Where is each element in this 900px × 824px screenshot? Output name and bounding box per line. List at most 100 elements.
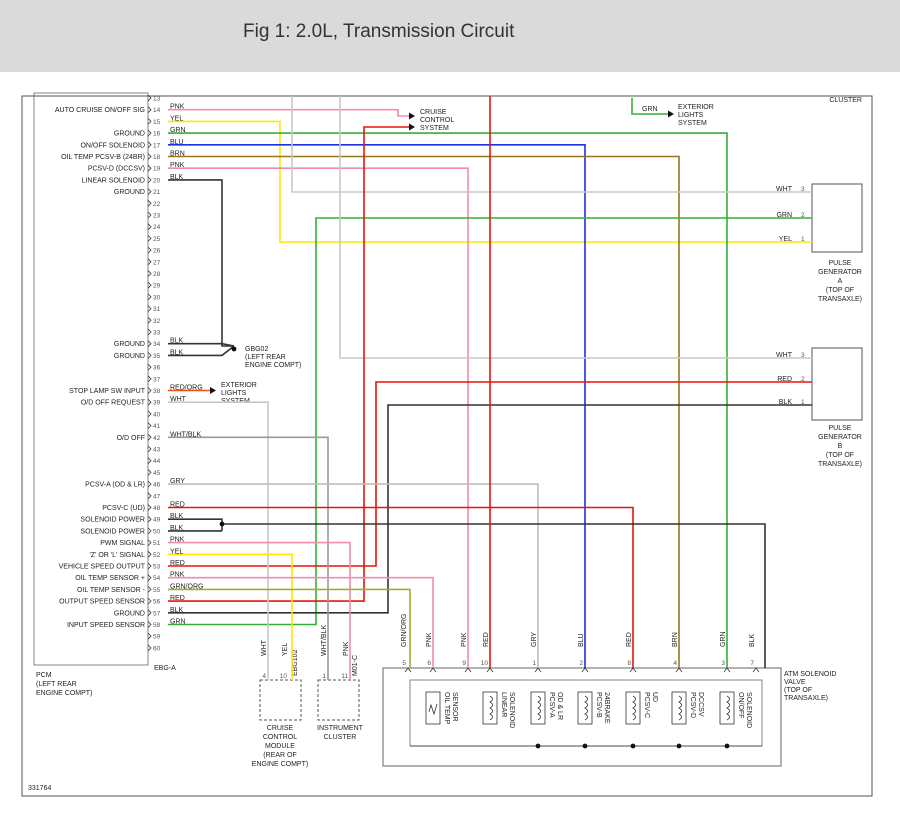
atm-pin-number: 5 bbox=[402, 660, 406, 667]
pcm-wire-label: BLU bbox=[170, 139, 184, 146]
pulse-gen-a-wire: YEL bbox=[779, 236, 792, 243]
pin-mark bbox=[147, 586, 152, 593]
pin-mark bbox=[629, 667, 637, 673]
cruise-module-label: ENGINE COMPT) bbox=[252, 761, 308, 768]
pin-mark bbox=[147, 176, 152, 184]
pin-mark bbox=[147, 164, 152, 172]
wire-16-grn bbox=[168, 132, 728, 668]
pin-mark bbox=[147, 422, 152, 429]
pcm-pin-number: 47 bbox=[153, 493, 161, 500]
pulse-gen-a-pin: 1 bbox=[801, 236, 805, 243]
component-label: SOLENOID bbox=[745, 692, 752, 728]
figure-title: Fig 1: 2.0L, Transmission Circuit bbox=[243, 21, 515, 42]
pcm-wire-label: PNK bbox=[170, 162, 185, 169]
pcm-wire-label: WHT/BLK bbox=[170, 431, 201, 438]
pcm-wire-label: PNK bbox=[170, 104, 185, 111]
pcm-pin-number: 50 bbox=[153, 528, 161, 535]
wire-54-pnk bbox=[168, 576, 434, 668]
splice-dot bbox=[535, 743, 541, 749]
component-label: SOLENOID bbox=[508, 692, 515, 728]
atm-pin-number: 8 bbox=[627, 660, 631, 667]
pcm-pin-signal: OUTPUT SPEED SENSOR bbox=[59, 599, 145, 606]
wire-34-blk bbox=[168, 342, 235, 347]
pin-mark bbox=[147, 375, 152, 383]
pcm-pin-number: 49 bbox=[153, 517, 161, 524]
arrow-icon bbox=[409, 123, 415, 131]
pcm-pin-signal: INPUT SPEED SENSOR bbox=[67, 622, 145, 629]
pulse-gen-a-label: GENERATOR bbox=[818, 269, 862, 276]
atm-wire-label: GRY bbox=[531, 632, 538, 647]
pin-mark bbox=[147, 539, 152, 546]
atm-pin-number: 7 bbox=[750, 660, 754, 667]
pcm-pin-number: 59 bbox=[153, 634, 161, 641]
pcm-pin-number: 54 bbox=[153, 575, 161, 582]
pin-mark bbox=[147, 258, 152, 266]
component-label: SENSOR bbox=[451, 692, 458, 722]
pcm-wire-label: YEL bbox=[170, 548, 183, 555]
pcm-pin-signal: OIL TEMP SENSOR - bbox=[77, 587, 146, 594]
component-label: LINEAR bbox=[500, 692, 507, 717]
pcm-pin-number: 56 bbox=[153, 599, 161, 606]
atm-label: ATM SOLENOID bbox=[784, 671, 836, 678]
pcm-pin-number: 22 bbox=[153, 201, 161, 208]
pcm-wire-label: GRN bbox=[170, 127, 186, 134]
ground-point-label: GBG02 bbox=[245, 346, 268, 353]
pcm-pin-signal: OIL TEMP SENSOR + bbox=[75, 575, 145, 582]
pcm-label: (LEFT REAR bbox=[36, 681, 77, 688]
pcm-pin-number: 23 bbox=[153, 213, 161, 220]
pin-mark bbox=[147, 188, 152, 195]
pcm-wire-label: RED/ORG bbox=[170, 385, 203, 392]
pcm-pin-number: 37 bbox=[153, 376, 161, 383]
cruise-module-box bbox=[259, 679, 302, 721]
pcm-pin-number: 52 bbox=[153, 552, 161, 559]
pcm-pin-number: 33 bbox=[153, 330, 161, 337]
arrow-icon bbox=[409, 112, 415, 120]
atm-wire-label: PNK bbox=[461, 632, 468, 647]
pin-mark bbox=[147, 632, 152, 640]
pcm-pin-number: 13 bbox=[153, 96, 161, 103]
pin-mark bbox=[147, 200, 152, 207]
pin-mark bbox=[147, 141, 152, 149]
pcm-pin-signal: 'Z' OR 'L' SIGNAL bbox=[89, 552, 145, 559]
ext-lights-top-label: EXTERIOR bbox=[678, 104, 714, 111]
atm-wire-label: PNK bbox=[426, 632, 433, 647]
pin-mark bbox=[147, 434, 152, 441]
arrow-icon bbox=[210, 387, 216, 394]
pcm-pin-number: 35 bbox=[153, 353, 161, 360]
pcm-pin-number: 24 bbox=[153, 224, 161, 231]
diagram-number: 331764 bbox=[28, 785, 51, 792]
wire-solenoid-power-blk bbox=[222, 523, 766, 668]
pulse-gen-b-pin: 3 bbox=[801, 352, 805, 359]
wire-14-pnk bbox=[168, 108, 413, 117]
atm-wire-label: RED bbox=[483, 632, 490, 647]
pcm-pin-number: 19 bbox=[153, 166, 161, 173]
pcm-wire-label: GRN/ORG bbox=[170, 583, 203, 590]
pcm-pin-signal: GROUND bbox=[114, 189, 145, 196]
pcm-pin-signal: SOLENOID POWER bbox=[80, 517, 145, 524]
pcm-pin-signal: PWM SIGNAL bbox=[100, 540, 145, 547]
atm-label: VALVE bbox=[784, 679, 806, 686]
pulse-gen-b-pin: 1 bbox=[801, 399, 805, 406]
pcm-pin-number: 30 bbox=[153, 294, 161, 301]
pcm-wire-label: BRN bbox=[170, 151, 185, 158]
wire-35-blk bbox=[168, 345, 235, 357]
ground-point-label: (LEFT REAR bbox=[245, 354, 286, 361]
pulse-generator-b-box bbox=[811, 347, 863, 421]
wire-52-yel bbox=[168, 553, 293, 680]
pin-mark bbox=[147, 445, 152, 453]
pcm-pin-signal: GROUND bbox=[114, 341, 145, 348]
pin-mark bbox=[147, 293, 152, 301]
coil-icon bbox=[584, 695, 588, 721]
instrument-cluster-box bbox=[317, 679, 360, 721]
instrument-cluster-connector: M01-C bbox=[352, 655, 359, 676]
atm-wire-label: BRN bbox=[672, 632, 679, 647]
cruise-module-label: CRUISE bbox=[267, 725, 294, 732]
pcm-pin-signal: STOP LAMP SW INPUT bbox=[69, 388, 146, 395]
cruise-system-label: CONTROL bbox=[420, 117, 454, 124]
pulse-gen-b-label: B bbox=[838, 443, 843, 450]
pin-mark bbox=[486, 667, 494, 673]
pulse-gen-a-wire: WHT bbox=[776, 186, 793, 193]
pin-mark bbox=[147, 480, 152, 488]
wire-17-blu bbox=[168, 144, 586, 668]
atm-pin-number: 4 bbox=[673, 660, 677, 667]
